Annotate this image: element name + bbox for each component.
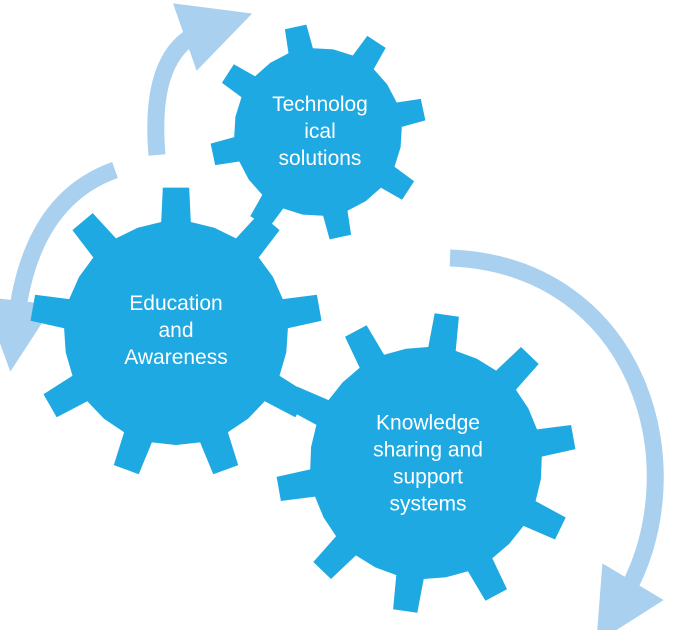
gear-label-line: ical [304,120,336,143]
gear-label-line: sharing and [373,439,483,462]
gear-label-line: Education [129,292,222,315]
gear-label-line: Knowledge [376,412,480,435]
arrow-from-knowledge [449,249,664,635]
gear-label-line: solutions [279,147,362,170]
arrow-to-education-left [0,161,118,372]
gear-knowledge-label: Knowledge sharing and support systems [373,412,483,516]
gear-knowledge-shape [276,313,576,613]
gear-technological: Technolog ical solutions [210,24,426,240]
gear-label-line: and [158,319,193,342]
gear-label-line: support [393,466,463,489]
arrow-to-technological [147,3,253,156]
gear-label-line: systems [389,493,466,516]
gear-knowledge: Knowledge sharing and support systems [276,313,576,613]
gear-technological-shape [210,24,426,240]
gear-label-line: Technolog [272,93,368,116]
gear-technological-label: Technolog ical solutions [272,93,368,170]
gear-education-shape [30,187,322,475]
gear-label-line: Awareness [124,346,228,369]
